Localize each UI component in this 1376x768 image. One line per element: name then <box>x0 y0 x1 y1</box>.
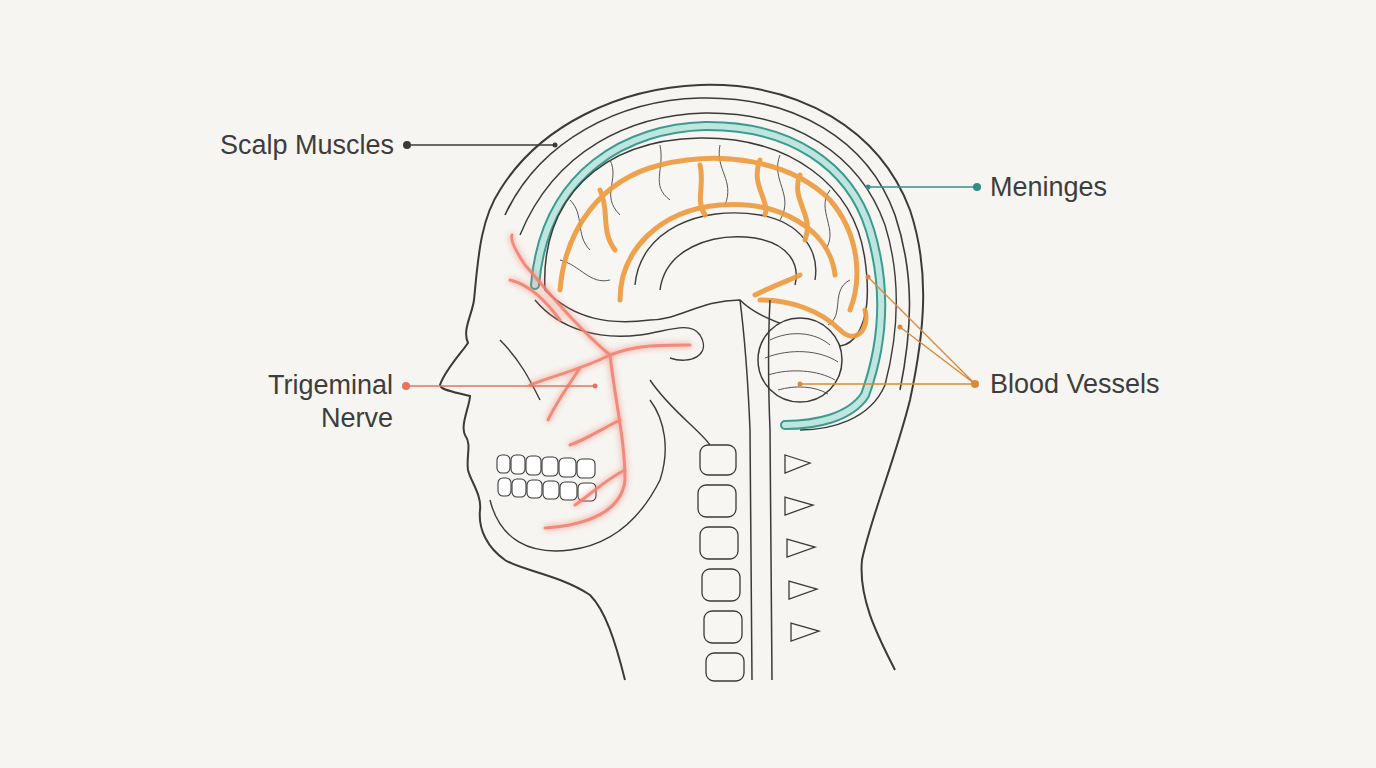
leader-dot <box>403 141 411 149</box>
tooth <box>559 458 576 477</box>
leader-dot <box>866 275 871 280</box>
leader-dot <box>593 384 598 389</box>
vessel <box>755 275 800 295</box>
nerve-branch <box>570 420 625 505</box>
vertebra <box>698 485 736 517</box>
brain <box>545 138 868 346</box>
meninges-fill <box>535 126 881 425</box>
tooth <box>511 455 525 474</box>
vertebrae <box>698 445 819 681</box>
leader-dots <box>402 141 981 390</box>
tooth <box>542 457 558 476</box>
leader-lines <box>406 145 977 386</box>
vertebra <box>700 445 736 475</box>
tooth <box>498 478 511 496</box>
tooth <box>512 479 526 497</box>
jaw <box>490 400 665 551</box>
skull <box>520 113 896 430</box>
nerve-trunk <box>610 345 690 355</box>
nerve-branch <box>545 355 625 528</box>
trigeminal-nerve <box>510 235 690 528</box>
leader-line <box>800 277 975 384</box>
leader-dot <box>973 183 981 191</box>
leader-dot <box>553 143 558 148</box>
tooth <box>497 455 510 473</box>
blood-vessels <box>560 158 866 336</box>
nerve-branch <box>530 355 610 420</box>
tooth <box>543 481 559 499</box>
vessel <box>560 158 857 310</box>
vessel <box>600 160 807 250</box>
tooth <box>560 482 577 500</box>
leader-line <box>406 385 595 386</box>
part-label: Scalp Muscles <box>220 129 394 162</box>
nerve-branch <box>510 280 560 320</box>
vertebra <box>706 653 744 681</box>
vessel <box>620 204 835 300</box>
meninges <box>535 126 881 425</box>
vertebra <box>700 527 738 559</box>
vertebra <box>702 569 740 601</box>
tooth <box>577 459 595 478</box>
brain-gyri <box>560 145 850 325</box>
leader-dot <box>866 185 871 190</box>
part-label: Blood Vessels <box>990 368 1160 401</box>
brainstem <box>740 300 772 680</box>
part-label: Meninges <box>990 171 1107 204</box>
leader-dot <box>402 382 410 390</box>
leader-line <box>407 144 555 145</box>
vertebra <box>704 611 742 643</box>
part-label: Trigeminal Nerve <box>233 369 393 435</box>
leader-dot <box>971 380 979 388</box>
cerebellum <box>758 318 842 402</box>
spinous-process <box>785 455 819 641</box>
leader-dot <box>798 382 803 387</box>
teeth <box>497 455 596 501</box>
nerve-branch <box>512 235 610 355</box>
skull-base <box>500 300 710 445</box>
scalp-line <box>505 98 910 390</box>
cerebellum-folds <box>765 334 838 394</box>
tooth <box>527 480 542 498</box>
tooth <box>526 456 541 475</box>
head-outline <box>440 85 923 680</box>
leader-dot <box>898 325 903 330</box>
leader-line <box>868 186 977 187</box>
